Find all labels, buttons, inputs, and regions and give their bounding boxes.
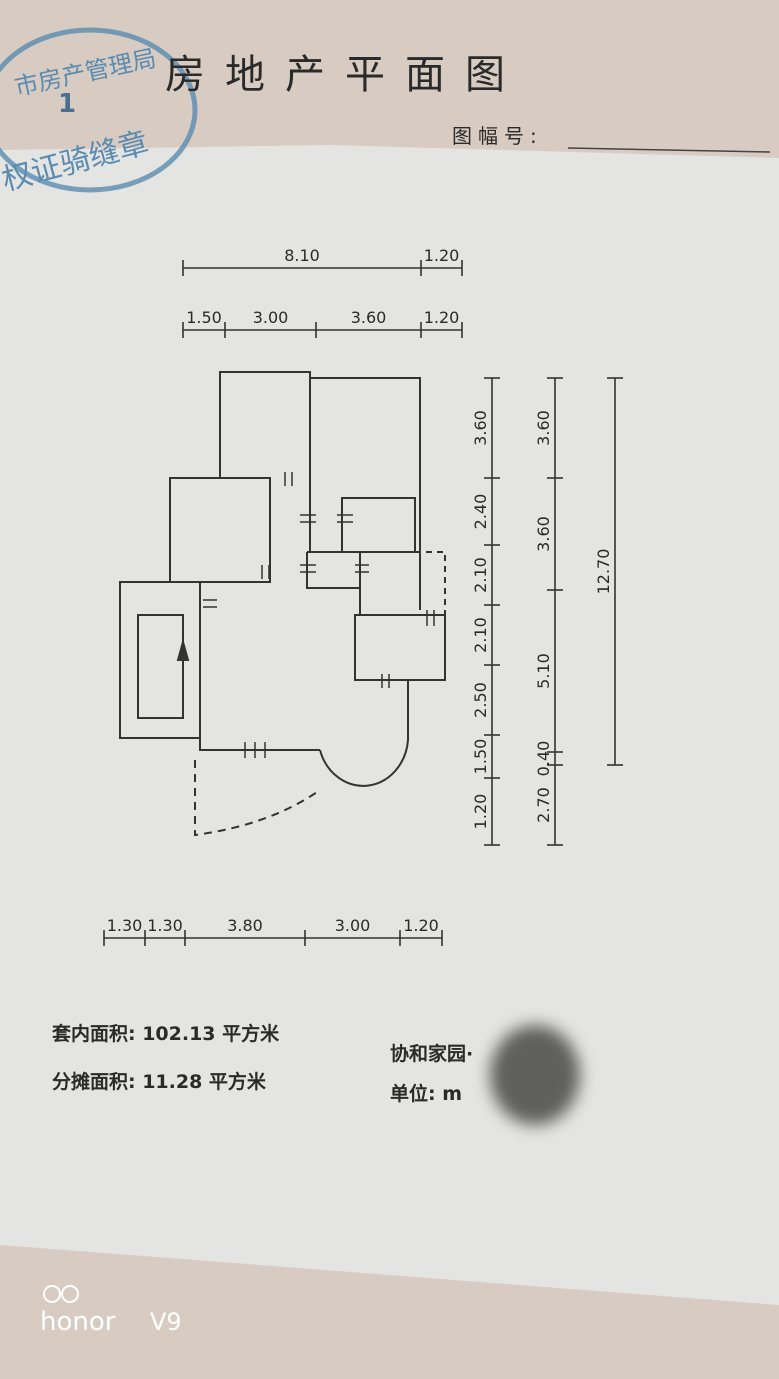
unit-label: 单位: m (390, 1082, 462, 1105)
page-title: 房地产平面图 (165, 52, 525, 98)
shared-area-text: 分摊面积: 11.28 平方米 (52, 1070, 267, 1093)
dimension-label: 2.50 (471, 682, 490, 718)
watermark-brand: honor (40, 1307, 116, 1337)
sheet-number-label: 图幅号: (452, 124, 543, 148)
dimension-label: 2.10 (471, 617, 490, 653)
dimension-label: 1.20 (424, 246, 460, 265)
camera-watermark: honor V9 (40, 1285, 182, 1337)
dimension-label: 5.10 (534, 653, 553, 689)
dimension-lines (103, 260, 623, 946)
dimension-label: 1.20 (403, 916, 439, 935)
floor-plan (119, 371, 446, 837)
dimension-label: 1.30 (147, 916, 183, 935)
dimension-label: 1.30 (107, 916, 143, 935)
dimension-label: 1.50 (471, 739, 490, 775)
dimension-label: 3.60 (471, 410, 490, 446)
dimension-label: 2.40 (471, 494, 490, 530)
redaction-smudge (490, 1025, 580, 1125)
dimension-label: 3.60 (534, 410, 553, 446)
dimension-label: 3.60 (351, 308, 387, 327)
dimension-label: 3.00 (253, 308, 289, 327)
dimension-label: 3.60 (534, 516, 553, 552)
inner-area-text: 套内面积: 102.13 平方米 (51, 1022, 280, 1045)
dimension-label: 1.50 (186, 308, 222, 327)
estate-name: 协和家园· (390, 1042, 473, 1065)
dimension-label: 1.20 (471, 794, 490, 830)
dimension-label: 3.80 (227, 916, 263, 935)
stamp-number: 1 (58, 89, 76, 119)
dimension-label: 2.10 (471, 557, 490, 593)
dimension-label: 1.20 (424, 308, 460, 327)
sheet-number-field (567, 147, 771, 153)
dimension-label: 2.70 (534, 787, 553, 823)
dimension-label: 8.10 (284, 246, 320, 265)
dimension-label: 12.70 (594, 549, 613, 595)
paper (0, 145, 779, 1305)
watermark-model: V9 (150, 1308, 182, 1336)
dimension-label: 0.40 (534, 741, 553, 777)
dimension-label: 3.00 (335, 916, 371, 935)
